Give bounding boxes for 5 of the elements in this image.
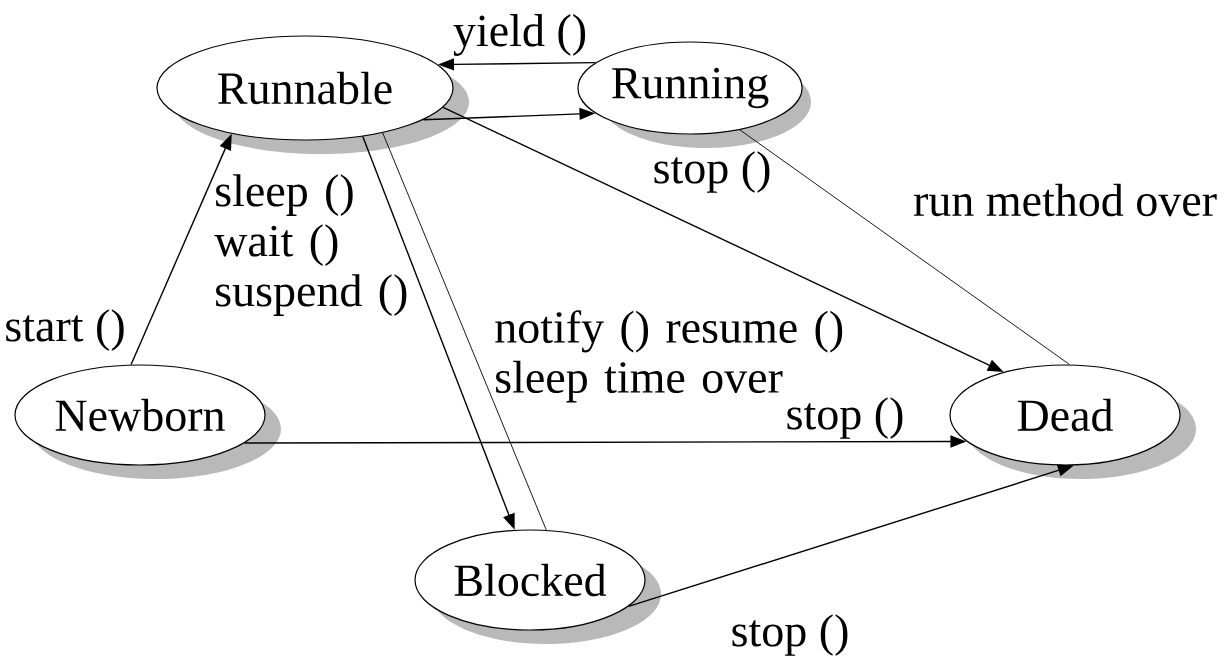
edge-label: sleep () wait () suspend () xyxy=(214,174,407,316)
edge-label: start () xyxy=(6,309,124,351)
edge-label: stop () xyxy=(732,614,848,656)
edge-label: run method over xyxy=(913,183,1217,217)
edge-label: stop () xyxy=(654,151,770,193)
